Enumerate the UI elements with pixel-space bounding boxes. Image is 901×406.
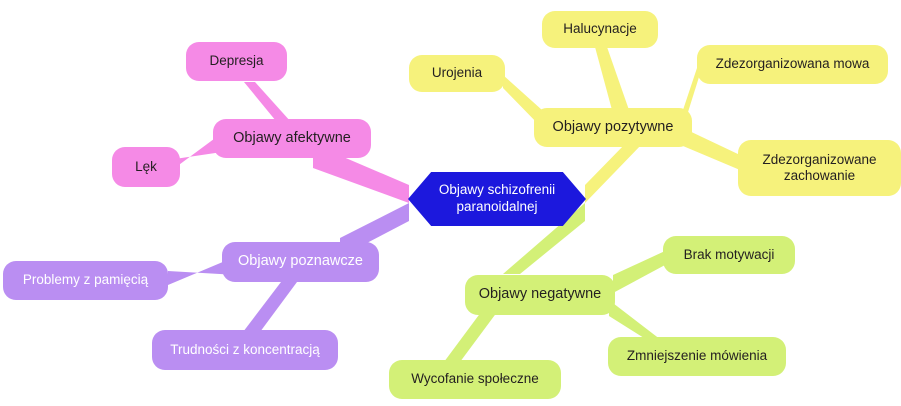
leaf-node-zmniejszenie-mowienia[interactable]: Zmniejszenie mówienia	[608, 337, 786, 376]
leaf-node-depresja[interactable]: Depresja	[186, 42, 287, 81]
branch-node-label: Objawy negatywne	[478, 286, 602, 303]
leaf-node-problemy-z-pamiecia[interactable]: Problemy z pamięcią	[3, 261, 168, 300]
edge-pozytywne-halucynacje	[595, 47, 629, 110]
leaf-node-label: Zdezorganizowane zachowanie	[762, 151, 877, 183]
edge-negatywne-wycofanie	[441, 300, 506, 366]
leaf-node-halucynacje[interactable]: Halucynacje	[542, 11, 658, 48]
leaf-node-label: Lęk	[135, 158, 157, 174]
leaf-node-trudnosci-z-koncentracja[interactable]: Trudności z koncentracją	[152, 330, 338, 370]
leaf-node-label: Wycofanie społeczne	[411, 371, 539, 387]
branch-node-label: Objawy pozytywne	[552, 118, 674, 135]
edge-negatywne-motywacja	[613, 251, 665, 293]
leaf-node-label: Problemy z pamięcią	[22, 272, 149, 288]
edge-center-afektywne	[313, 144, 409, 203]
edge-afektywne-lek	[168, 133, 222, 173]
leaf-node-label: Halucynacje	[563, 21, 637, 37]
branch-node-objawy-pozytywne[interactable]: Objawy pozytywne	[534, 108, 692, 147]
edge-pozytywne-zachowanie	[683, 128, 740, 170]
leaf-node-brak-motywacji[interactable]: Brak motywacji	[663, 236, 795, 274]
edge-negatywne-mowienie	[609, 300, 665, 343]
branch-node-objawy-poznawcze[interactable]: Objawy poznawcze	[222, 242, 379, 282]
leaf-node-zdezorganizowana-mowa[interactable]: Zdezorganizowana mowa	[697, 45, 888, 84]
leaf-node-label: Zmniejszenie mówienia	[626, 348, 768, 364]
branch-node-label: Objawy poznawcze	[238, 253, 363, 270]
branch-node-label: Objawy afektywne	[233, 129, 351, 146]
leaf-node-zdezorganizowane-zachowanie[interactable]: Zdezorganizowane zachowanie	[738, 140, 901, 196]
center-node-label: Objawy schizofrenii paranoidalnej	[438, 182, 556, 214]
edge-center-pozytywne	[585, 143, 643, 203]
edge-poznawcze-koncentracja	[243, 282, 297, 332]
leaf-node-label: Urojenia	[431, 65, 483, 81]
branch-node-objawy-afektywne[interactable]: Objawy afektywne	[213, 119, 371, 158]
hexagon-shape	[408, 172, 586, 226]
edge-poznawcze-pamiec	[168, 256, 237, 285]
leaf-node-label: Depresja	[209, 53, 264, 69]
edge-pozytywne-urojenia	[503, 75, 542, 128]
leaf-node-label: Brak motywacji	[683, 246, 775, 262]
leaf-node-label: Trudności z koncentracją	[170, 341, 320, 357]
branch-node-objawy-negatywne[interactable]: Objawy negatywne	[465, 275, 615, 315]
leaf-node-urojenia[interactable]: Urojenia	[409, 55, 505, 92]
center-node-schizofrenia[interactable]: Objawy schizofrenii paranoidalnej	[408, 172, 586, 226]
leaf-node-wycofanie-spoleczne[interactable]: Wycofanie społeczne	[389, 360, 561, 399]
leaf-node-lek[interactable]: Lęk	[112, 147, 180, 187]
leaf-node-label: Zdezorganizowana mowa	[715, 56, 870, 72]
